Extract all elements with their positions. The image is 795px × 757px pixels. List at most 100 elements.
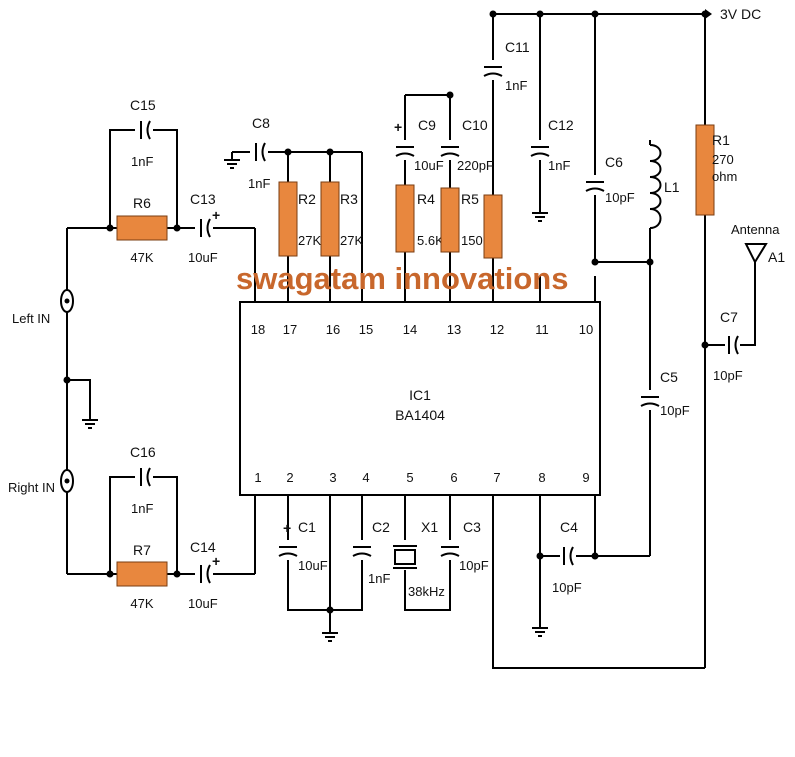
- wiring: [66, 13, 756, 669]
- capacitor-c9: + C9 10uF: [394, 117, 444, 173]
- svg-text:+: +: [212, 553, 220, 569]
- capacitor-c6: C6 10pF: [585, 154, 635, 205]
- watermark: swagatam innovations: [236, 261, 568, 296]
- svg-text:R4: R4: [417, 191, 435, 207]
- svg-text:1: 1: [254, 470, 261, 485]
- svg-text:C3: C3: [463, 519, 481, 535]
- svg-text:1nF: 1nF: [505, 78, 527, 93]
- svg-text:11: 11: [535, 322, 549, 337]
- capacitor-c10: C10 220pF: [440, 117, 494, 173]
- resistor-r3: R3 27K: [320, 181, 363, 257]
- svg-text:220pF: 220pF: [457, 158, 494, 173]
- svg-text:47K: 47K: [130, 596, 153, 611]
- svg-text:10pF: 10pF: [605, 190, 635, 205]
- svg-text:ohm: ohm: [712, 169, 737, 184]
- ic-top-pins: 18 17 16 15 14 13 12 11 10: [251, 322, 593, 337]
- svg-text:1nF: 1nF: [548, 158, 570, 173]
- crystal-x1: X1 38kHz: [393, 519, 445, 599]
- svg-text:C1: C1: [298, 519, 316, 535]
- svg-text:+: +: [394, 119, 402, 135]
- svg-text:R1: R1: [712, 132, 730, 148]
- resistor-r1: R1 270 ohm: [695, 124, 737, 216]
- svg-text:10pF: 10pF: [660, 403, 690, 418]
- svg-text:12: 12: [490, 322, 504, 337]
- svg-text:C13: C13: [190, 191, 216, 207]
- svg-text:R2: R2: [298, 191, 316, 207]
- svg-text:8: 8: [538, 470, 545, 485]
- capacitor-c13: + C13 10uF: [188, 191, 220, 265]
- svg-text:C4: C4: [560, 519, 578, 535]
- svg-text:1nF: 1nF: [368, 571, 390, 586]
- svg-text:10pF: 10pF: [552, 580, 582, 595]
- svg-text:10pF: 10pF: [713, 368, 743, 383]
- left-input-label: Left IN: [12, 311, 50, 326]
- svg-text:R6: R6: [133, 195, 151, 211]
- svg-text:A1: A1: [768, 249, 785, 265]
- ic-part: BA1404: [395, 407, 445, 423]
- svg-text:18: 18: [251, 322, 265, 337]
- antenna-icon: Antenna A1: [731, 222, 785, 265]
- svg-text:27K: 27K: [298, 233, 321, 248]
- svg-text:15: 15: [359, 322, 373, 337]
- svg-text:X1: X1: [421, 519, 438, 535]
- capacitor-c2: C2 1nF: [352, 519, 390, 586]
- svg-text:Antenna: Antenna: [731, 222, 780, 237]
- svg-text:17: 17: [283, 322, 297, 337]
- capacitor-c11: C11 1nF: [483, 39, 530, 93]
- svg-text:+: +: [283, 520, 291, 536]
- capacitor-c12: C12 1nF: [530, 117, 574, 173]
- svg-text:47K: 47K: [130, 250, 153, 265]
- svg-text:C16: C16: [130, 444, 156, 460]
- svg-text:10uF: 10uF: [188, 250, 218, 265]
- capacitor-c4: C4 10pF: [552, 519, 582, 595]
- svg-text:C11: C11: [505, 39, 530, 55]
- capacitor-c16: C16 1nF: [130, 444, 156, 516]
- resistor-r5-body-right: [483, 194, 503, 259]
- junction-dots: [63, 10, 709, 614]
- capacitor-c14: + C14 10uF: [188, 539, 220, 611]
- ic-ba1404: IC1 BA1404 18 17 16 15 14 13 12 11 10 1 …: [239, 301, 601, 496]
- svg-text:3: 3: [329, 470, 336, 485]
- svg-text:9: 9: [582, 470, 589, 485]
- capacitor-c8: C8 1nF: [248, 115, 270, 191]
- svg-text:C5: C5: [660, 369, 678, 385]
- svg-text:C15: C15: [130, 97, 156, 113]
- svg-text:6: 6: [450, 470, 457, 485]
- svg-text:14: 14: [403, 322, 417, 337]
- svg-text:C9: C9: [418, 117, 436, 133]
- right-input-label: Right IN: [8, 480, 55, 495]
- svg-text:7: 7: [493, 470, 500, 485]
- svg-text:C2: C2: [372, 519, 390, 535]
- svg-text:10uF: 10uF: [188, 596, 218, 611]
- capacitor-c1: + C1 10uF: [278, 519, 328, 573]
- svg-text:1nF: 1nF: [131, 501, 153, 516]
- ic-ref: IC1: [409, 387, 431, 403]
- svg-text:10pF: 10pF: [459, 558, 489, 573]
- svg-text:C10: C10: [462, 117, 488, 133]
- inductor-l1: L1: [649, 144, 680, 229]
- svg-text:27K: 27K: [340, 233, 363, 248]
- svg-text:2: 2: [286, 470, 293, 485]
- svg-text:38kHz: 38kHz: [408, 584, 445, 599]
- power-terminal: 3V DC: [705, 6, 761, 22]
- ic-bottom-pins: 1 2 3 4 5 6 7 8 9: [254, 470, 589, 485]
- svg-text:C7: C7: [720, 309, 738, 325]
- svg-text:1nF: 1nF: [248, 176, 270, 191]
- resistor-r4: R4 5.6K: [395, 184, 444, 253]
- svg-text:R7: R7: [133, 542, 151, 558]
- svg-text:+: +: [212, 207, 220, 223]
- svg-text:R5: R5: [461, 191, 479, 207]
- svg-text:10uF: 10uF: [298, 558, 328, 573]
- svg-text:4: 4: [362, 470, 369, 485]
- left-input-jack-icon: Left IN: [12, 289, 74, 326]
- svg-text:13: 13: [447, 322, 461, 337]
- capacitor-c5: C5 10pF: [640, 369, 690, 418]
- resistor-r7: R7 47K: [116, 542, 168, 611]
- svg-text:1nF: 1nF: [131, 154, 153, 169]
- svg-text:10uF: 10uF: [414, 158, 444, 173]
- svg-text:C12: C12: [548, 117, 574, 133]
- capacitor-c15: C15 1nF: [130, 97, 156, 169]
- power-label: 3V DC: [720, 6, 761, 22]
- svg-text:R3: R3: [340, 191, 358, 207]
